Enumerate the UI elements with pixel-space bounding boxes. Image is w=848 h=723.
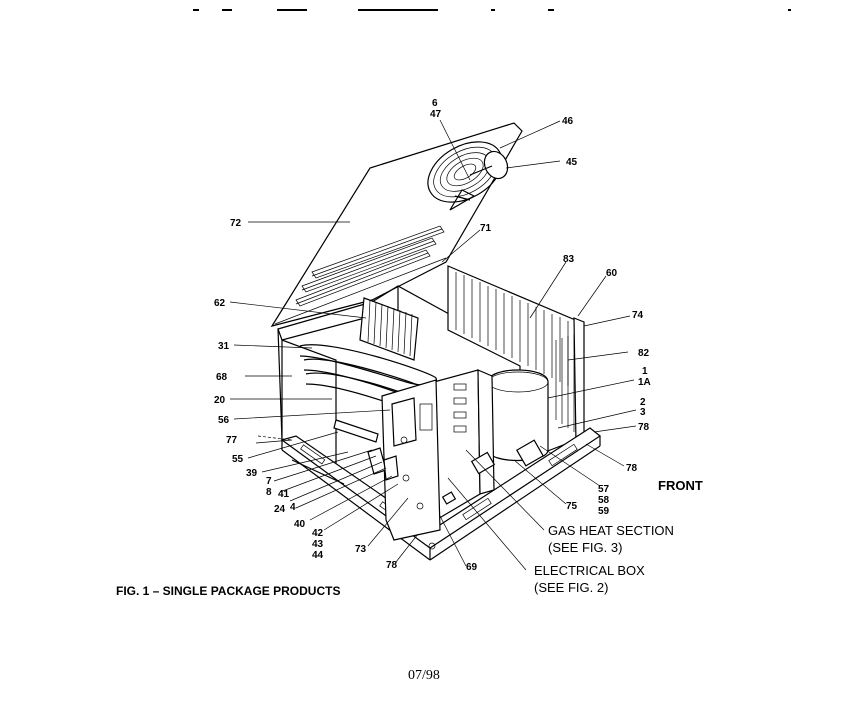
callout-75: 75 bbox=[566, 501, 578, 512]
callout-6: 6 bbox=[432, 98, 438, 109]
callout-71: 71 bbox=[480, 223, 492, 234]
callout-8: 8 bbox=[266, 487, 272, 498]
evaporator-coil-fins bbox=[367, 299, 413, 357]
leader-lines bbox=[229, 119, 637, 571]
callout-41: 41 bbox=[278, 489, 290, 500]
callout-78-right: 78 bbox=[638, 422, 650, 433]
callout-72: 72 bbox=[230, 218, 242, 229]
page-footer-date: 07/98 bbox=[408, 668, 440, 683]
figure-caption: FIG. 1 – SINGLE PACKAGE PRODUCTS bbox=[116, 584, 341, 598]
callout-74: 74 bbox=[632, 310, 644, 321]
callout-24: 24 bbox=[274, 504, 286, 515]
callout-39: 39 bbox=[246, 468, 258, 479]
front-label: FRONT bbox=[658, 478, 703, 493]
callout-68: 68 bbox=[216, 372, 228, 383]
callout-58: 58 bbox=[598, 495, 610, 506]
callout-40: 40 bbox=[294, 519, 306, 530]
electrical-box-label: ELECTRICAL BOX bbox=[534, 563, 645, 578]
callout-78-front: 78 bbox=[626, 463, 638, 474]
top-cover-panel bbox=[270, 122, 523, 327]
callout-1: 1 bbox=[642, 366, 648, 377]
callout-69: 69 bbox=[466, 562, 478, 573]
callout-77: 77 bbox=[226, 435, 238, 446]
top-scan-marks bbox=[0, 0, 848, 11]
callout-45: 45 bbox=[566, 157, 578, 168]
callout-56: 56 bbox=[218, 415, 230, 426]
callout-83: 83 bbox=[563, 254, 575, 265]
callout-55: 55 bbox=[232, 454, 244, 465]
callout-43: 43 bbox=[312, 539, 324, 550]
unit-cabinet bbox=[257, 265, 602, 561]
callout-numbers: 6 47 46 45 72 71 83 60 74 62 31 82 1 1A … bbox=[214, 98, 651, 573]
gas-heat-section-label: GAS HEAT SECTION bbox=[548, 523, 674, 538]
callout-20: 20 bbox=[214, 395, 226, 406]
callout-42: 42 bbox=[312, 528, 324, 539]
callout-47: 47 bbox=[430, 109, 442, 120]
callout-82: 82 bbox=[638, 348, 650, 359]
callout-44: 44 bbox=[312, 550, 324, 561]
callout-46: 46 bbox=[562, 116, 574, 127]
callout-78-bottom: 78 bbox=[386, 560, 398, 571]
callout-60: 60 bbox=[606, 268, 618, 279]
callout-73: 73 bbox=[355, 544, 367, 555]
callout-62: 62 bbox=[214, 298, 226, 309]
callout-57: 57 bbox=[598, 484, 610, 495]
callout-3: 3 bbox=[640, 407, 646, 418]
callout-7: 7 bbox=[266, 476, 272, 487]
callout-59: 59 bbox=[598, 506, 610, 517]
callout-2: 2 bbox=[640, 397, 646, 408]
callout-4: 4 bbox=[290, 502, 296, 513]
callout-1a: 1A bbox=[638, 377, 651, 388]
gas-heat-section-ref: (SEE FIG. 3) bbox=[548, 540, 622, 555]
electrical-box-ref: (SEE FIG. 2) bbox=[534, 580, 608, 595]
callout-31: 31 bbox=[218, 341, 230, 352]
